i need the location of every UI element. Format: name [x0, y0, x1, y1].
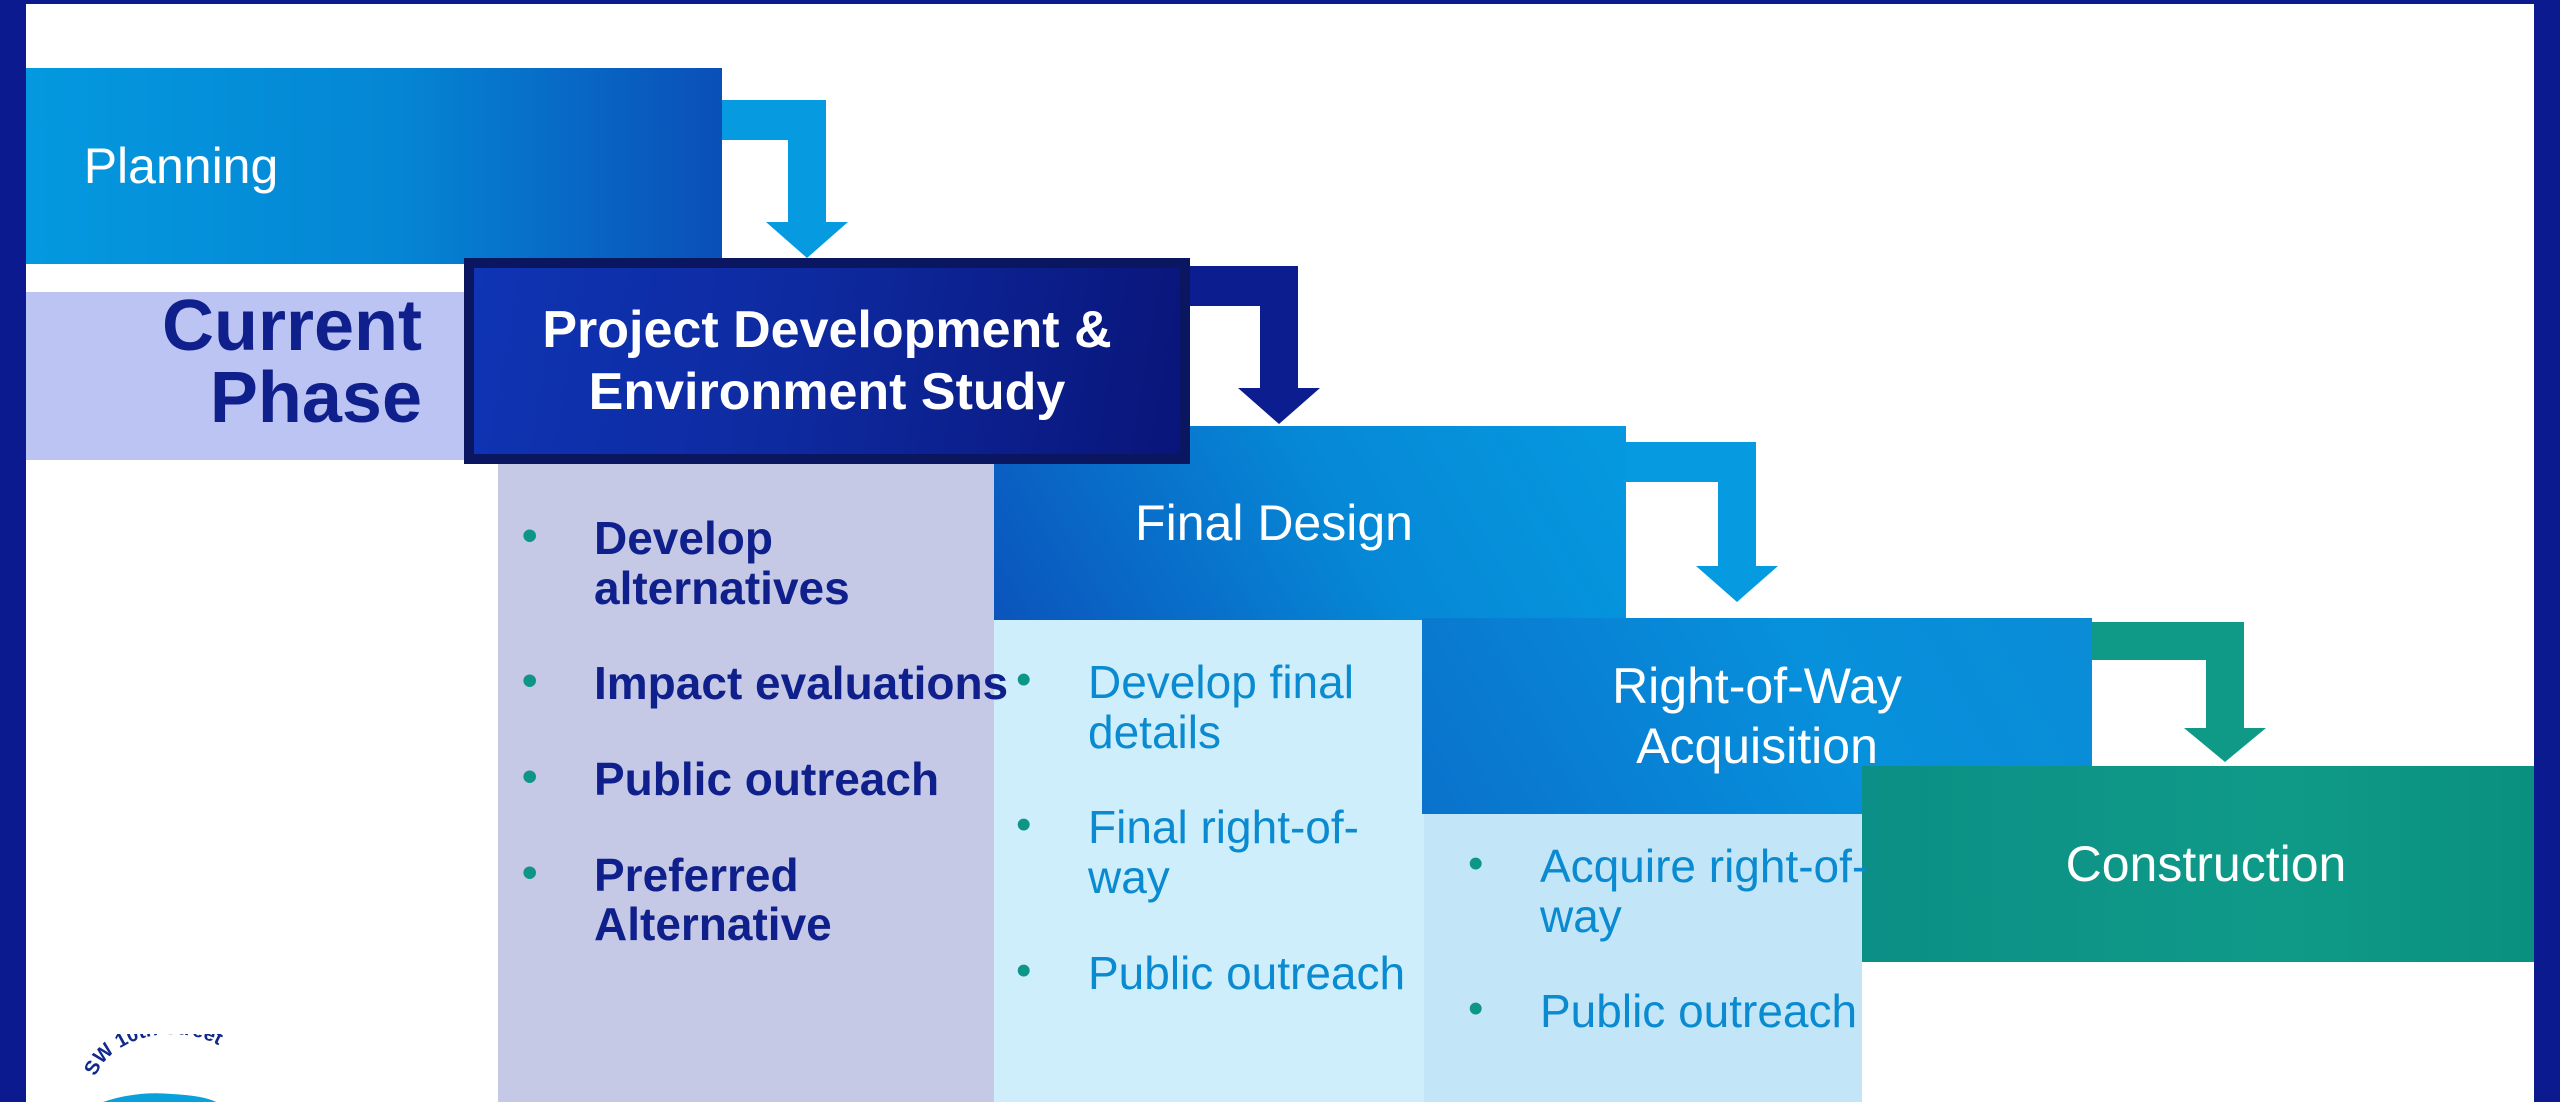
- list-item: Public outreach: [1468, 987, 1868, 1037]
- phase-project-development-label: Project Development & Environment Study: [542, 300, 1112, 421]
- sw-10th-street-logo: SW 10th Street: [80, 1034, 227, 1102]
- phase-project-development: Project Development & Environment Study: [464, 258, 1190, 464]
- arrow-final-to-row: [1622, 442, 1778, 602]
- phase-construction-label: Construction: [2065, 836, 2347, 892]
- slide: Current Phase Planning Final Design Righ…: [26, 4, 2534, 1102]
- right-of-way-task-list: Acquire right-of-way Public outreach: [1468, 841, 1868, 1083]
- arrow-row-to-construction: [2086, 622, 2266, 762]
- arrow-pdes-to-final: [1180, 266, 1320, 424]
- list-item: Public outreach: [522, 754, 1022, 805]
- svg-text:SW 10th Street: SW 10th Street: [80, 1034, 226, 1079]
- pdes-task-list: Develop alternatives Impact evaluations …: [522, 513, 1022, 996]
- list-item: Public outreach: [1016, 948, 1416, 999]
- phase-final-design-label: Final Design: [1135, 495, 1413, 551]
- list-item: Develop final details: [1016, 657, 1416, 757]
- list-item: Develop alternatives: [522, 513, 1022, 613]
- logo-text: SW 10th Street: [80, 1034, 226, 1079]
- list-item: Impact evaluations: [522, 659, 1022, 709]
- list-item: Final right-of-way: [1016, 802, 1416, 902]
- phase-planning-label: Planning: [83, 138, 279, 194]
- phase-construction: Construction: [1862, 766, 2534, 962]
- list-item: Preferred Alternative: [522, 850, 1022, 950]
- phase-planning: Planning: [26, 68, 722, 264]
- current-phase-marker: [26, 292, 466, 460]
- final-design-task-list: Develop final details Final right-of-way…: [1016, 657, 1416, 1044]
- phase-right-of-way-label: Right-of-Way Acquisition: [1612, 658, 1902, 774]
- current-phase-label: Current Phase: [161, 286, 422, 438]
- list-item: Acquire right-of-way: [1468, 841, 1868, 941]
- arrow-planning-to-pdes: [718, 100, 848, 258]
